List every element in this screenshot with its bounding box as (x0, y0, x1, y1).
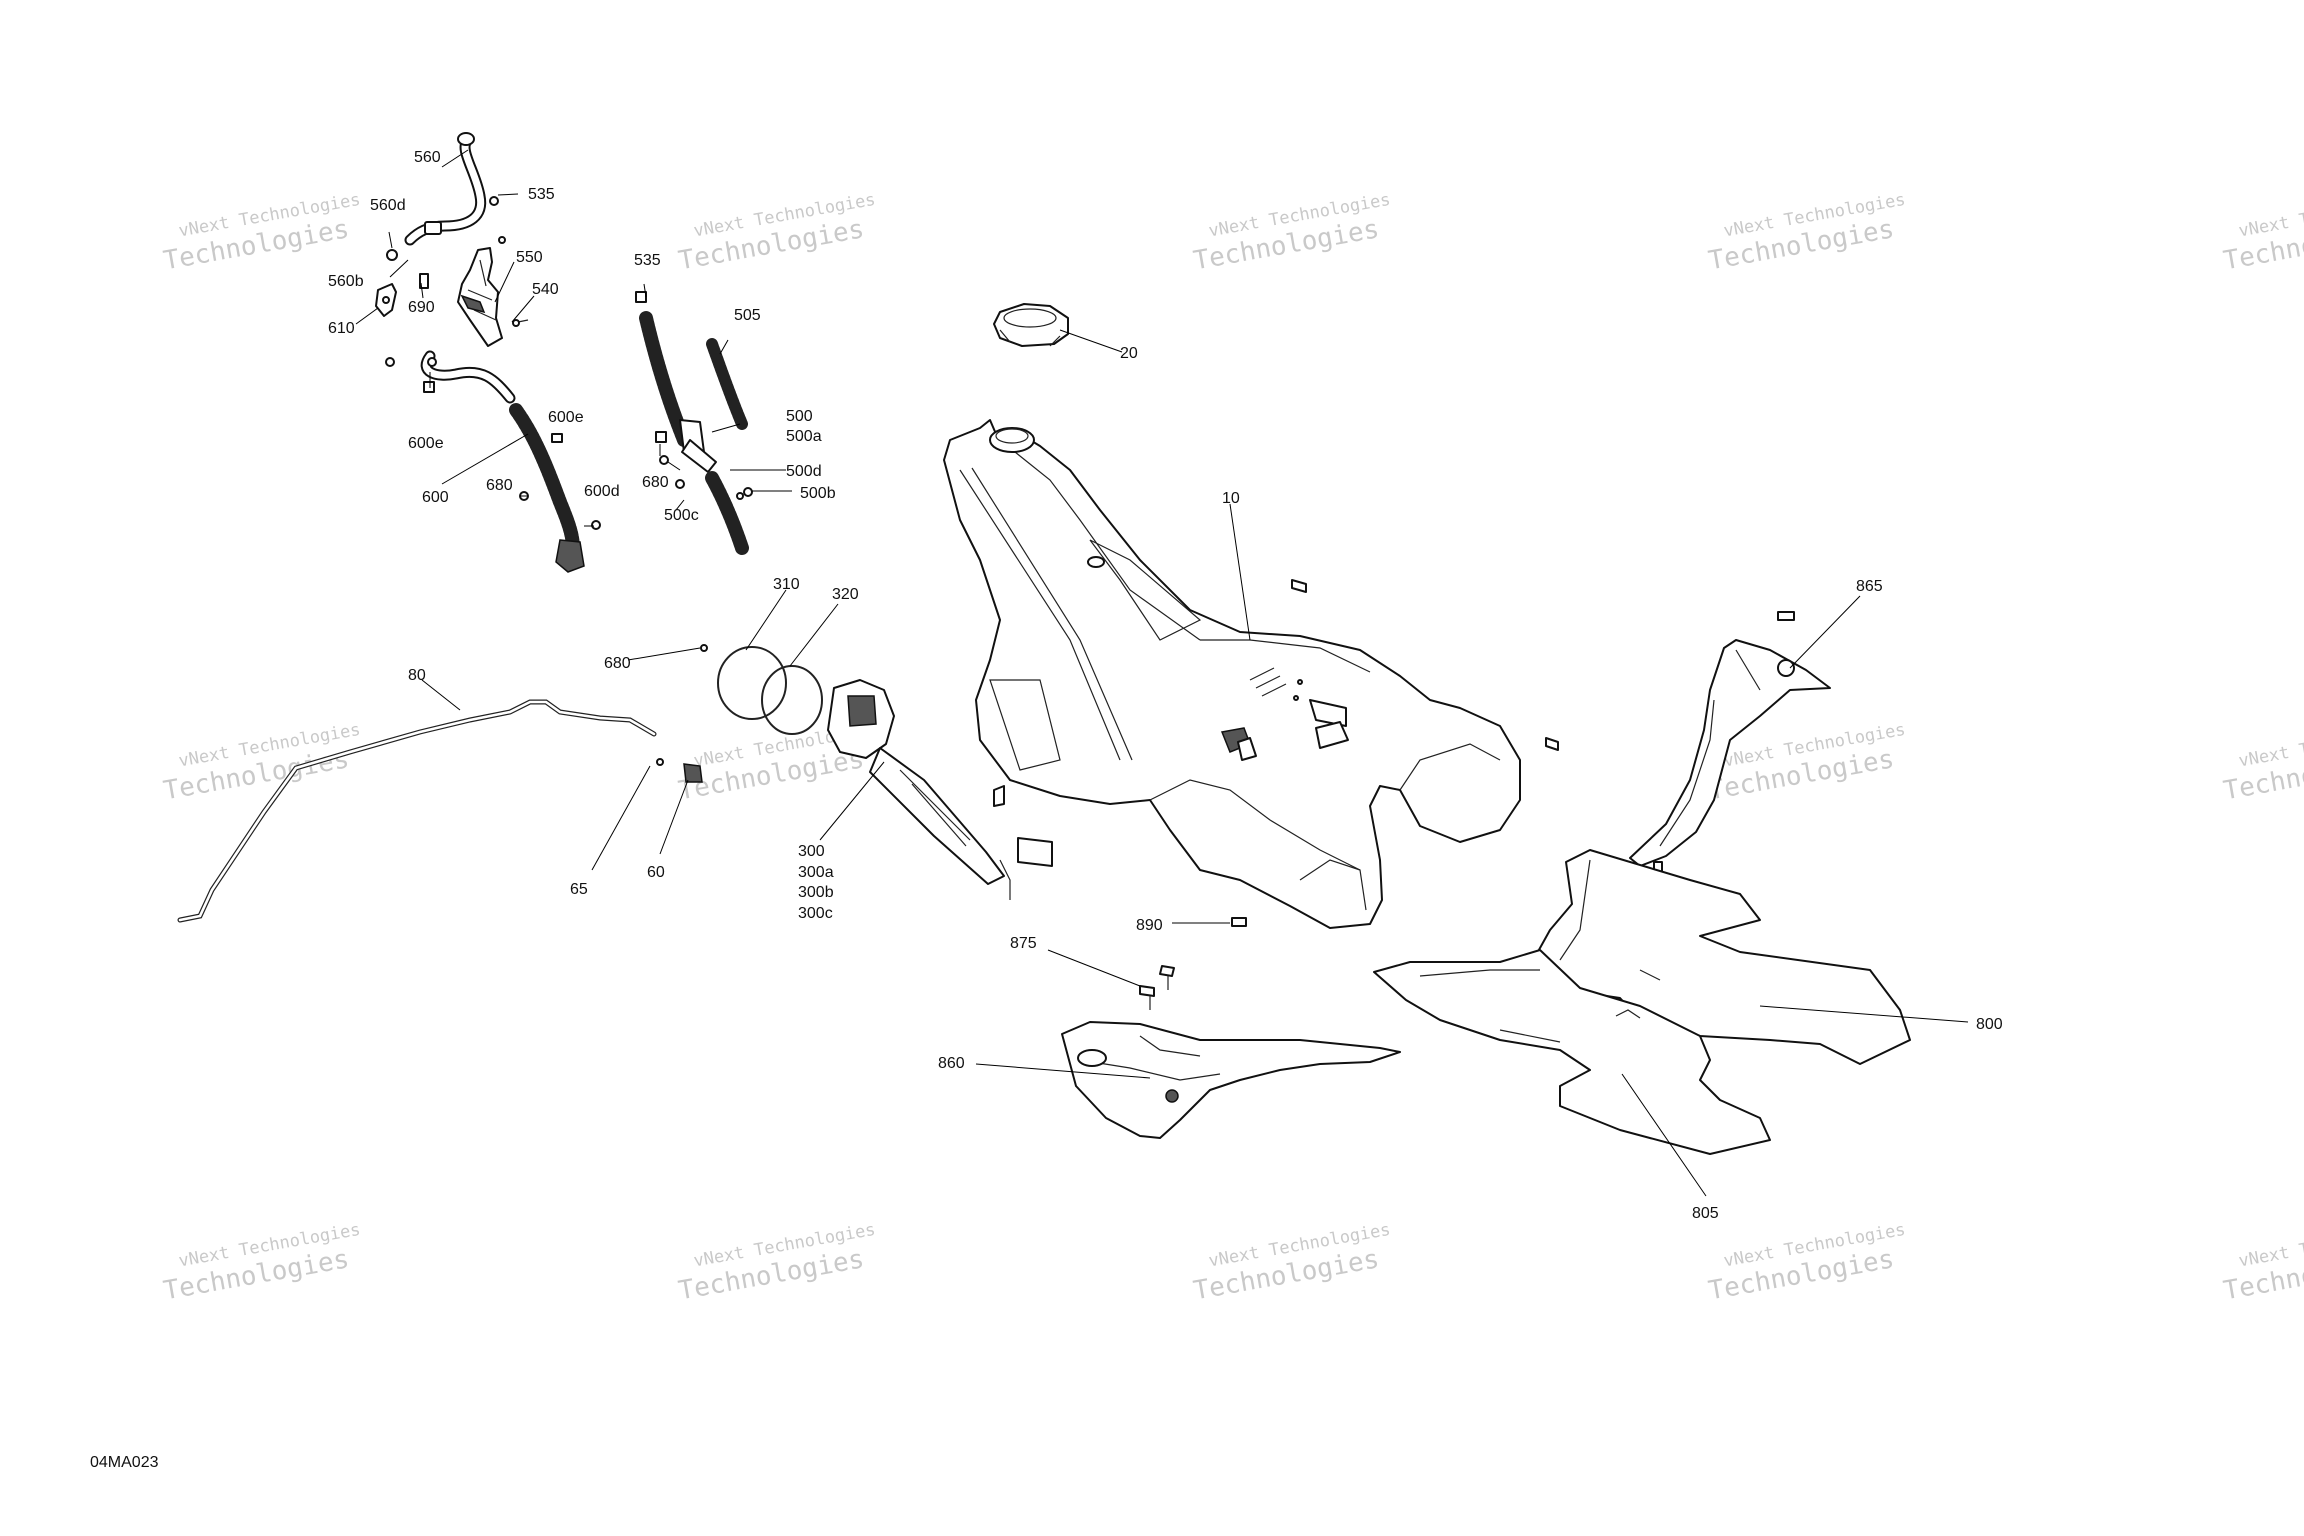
pump-rings-drawing (700, 644, 823, 735)
callout-300b: 300b (798, 884, 834, 901)
bracket-610-drawing (375, 273, 529, 327)
callout-labels: 560 535 560d 550 560b 540 690 610 535 50… (328, 149, 2003, 1222)
valve-housing-550-drawing (457, 247, 503, 347)
callout-890: 890 (1136, 917, 1163, 934)
callout-560b: 560b (328, 273, 364, 290)
callout-875: 875 (1010, 935, 1037, 952)
callout-550: 550 (516, 249, 543, 266)
callout-865: 865 (1856, 578, 1883, 595)
callout-560: 560 (414, 149, 441, 166)
callout-320: 320 (832, 586, 859, 603)
callout-690: 690 (408, 299, 435, 316)
vent-hose-560-drawing (386, 132, 506, 261)
callout-600d: 600d (584, 483, 620, 500)
callout-600e: 600e (548, 409, 584, 426)
callout-300: 300 (798, 843, 825, 860)
callout-600: 600 (422, 489, 449, 506)
diagram-code: 04MA023 (90, 1454, 159, 1471)
fuel-pump-300-drawing (827, 679, 1053, 900)
callout-610: 610 (328, 320, 355, 337)
callout-535-b: 535 (634, 252, 661, 269)
callout-300c: 300c (798, 905, 833, 922)
callout-60: 60 (647, 864, 665, 881)
callout-535: 535 (528, 186, 555, 203)
floor-mat-805-drawing (1373, 949, 1771, 1155)
callout-65: 65 (570, 881, 588, 898)
callout-860: 860 (938, 1055, 965, 1072)
callout-500a: 500a (786, 428, 822, 445)
fuel-cap-20-drawing (993, 303, 1069, 347)
vent-line-500-drawing (635, 291, 753, 555)
callout-500c: 500c (664, 507, 699, 524)
fuel-tank-10-drawing (943, 419, 1559, 929)
callout-800: 800 (1976, 1016, 2003, 1033)
callout-300a: 300a (798, 864, 834, 881)
part-drawings (177, 132, 1911, 1155)
fuel-line-80-drawing (177, 699, 703, 923)
callout-80: 80 (408, 667, 426, 684)
callout-505: 505 (734, 307, 761, 324)
callout-560d: 560d (370, 197, 406, 214)
callout-310: 310 (773, 576, 800, 593)
callout-500d: 500d (786, 463, 822, 480)
callout-680-c: 680 (604, 655, 631, 672)
callout-20: 20 (1120, 345, 1138, 362)
shield-865-drawing (1629, 611, 1831, 873)
callout-500b: 500b (800, 485, 836, 502)
callout-500: 500 (786, 408, 813, 425)
callout-600e-b: 600e (408, 435, 444, 452)
callout-680: 680 (486, 477, 513, 494)
callout-680-b: 680 (642, 474, 669, 491)
callout-805: 805 (1692, 1205, 1719, 1222)
callout-540: 540 (532, 281, 559, 298)
leader-lines (355, 149, 1969, 1197)
callout-10: 10 (1222, 490, 1240, 507)
shield-860-drawing (1061, 917, 1401, 1139)
vent-hose-600-drawing (385, 350, 601, 573)
